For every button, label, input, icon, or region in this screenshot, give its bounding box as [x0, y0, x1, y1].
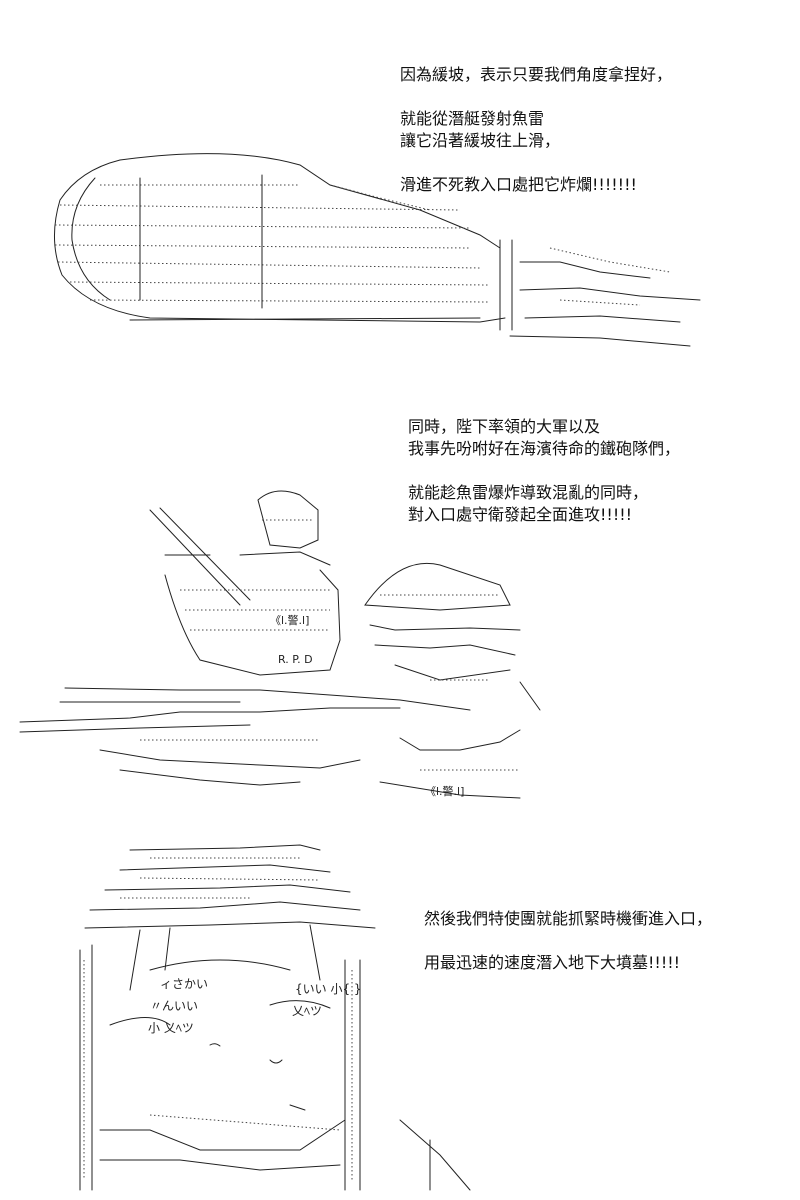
- narration-line: 滑進不死教入口處把它炸爛!!!!!!!: [400, 175, 637, 194]
- line-gap: [400, 86, 672, 108]
- narration-torpedo: 因為緩坡，表示只要我們角度拿捏好， 就能從潛艇發射魚雷 讓它沿著緩坡往上滑， 滑…: [400, 64, 672, 196]
- narration-line: 讓它沿著緩坡往上滑，: [400, 131, 561, 150]
- torpedo-ascii-art: [53, 153, 701, 347]
- character-ascii-art: ィさかい 〃んいい 小 乂ﾍツ {いい 小{ } 乂ﾍツ: [79, 844, 471, 1191]
- kana-left: 小 乂ﾍツ: [148, 1021, 194, 1035]
- soldiers-ascii-art: 《l.警.l] R. P. D 《l.警.l]: [19, 490, 541, 799]
- narration-line: 同時，陛下率領的大軍以及: [408, 417, 601, 436]
- blush-left-top: ィさかい: [160, 977, 208, 991]
- line-gap: [400, 152, 672, 174]
- blush-right-bottom: 乂ﾍツ: [292, 1004, 322, 1018]
- narration-soldiers: 同時，陛下率領的大軍以及 我事先吩咐好在海濱待命的鐵砲隊們， 就能趁魚雷爆炸導致…: [408, 416, 680, 526]
- narration-line: 對入口處守衛發起全面進攻!!!!!: [408, 505, 633, 524]
- line-gap: [424, 930, 712, 952]
- narration-line: 因為緩坡，表示只要我們角度拿捏好，: [400, 65, 673, 84]
- narration-line: 就能趁魚雷爆炸導致混亂的同時，: [408, 483, 649, 502]
- line-gap: [408, 460, 680, 482]
- panel-torpedo: 因為緩坡，表示只要我們角度拿捏好， 就能從潛艇發射魚雷 讓它沿著緩坡往上滑， 滑…: [0, 0, 800, 390]
- narration-line: 就能從潛艇發射魚雷: [400, 109, 545, 128]
- blush-right-top: {いい 小{ }: [295, 982, 362, 996]
- panel-character: ィさかい 〃んいい 小 乂ﾍツ {いい 小{ } 乂ﾍツ 然後我們特使團就能抓緊…: [0, 810, 800, 1200]
- badge-left-label: 《l.警.l]: [270, 613, 309, 627]
- badge-right-label: 《l.警.l]: [425, 784, 464, 798]
- blush-left-bottom: 〃んいい: [150, 999, 198, 1013]
- narration-line: 用最迅速的速度潛入地下大墳墓!!!!!: [424, 953, 681, 972]
- narration-line: 我事先吩咐好在海濱待命的鐵砲隊們，: [408, 439, 681, 458]
- narration-line: 然後我們特使團就能抓緊時機衝進入口，: [424, 909, 713, 928]
- narration-character: 然後我們特使團就能抓緊時機衝進入口， 用最迅速的速度潛入地下大墳墓!!!!!: [424, 908, 712, 974]
- panel-soldiers: 《l.警.l] R. P. D 《l.警.l] 同時，陛下率領的大軍以及 我事先…: [0, 390, 800, 810]
- vest-label: R. P. D: [278, 653, 313, 666]
